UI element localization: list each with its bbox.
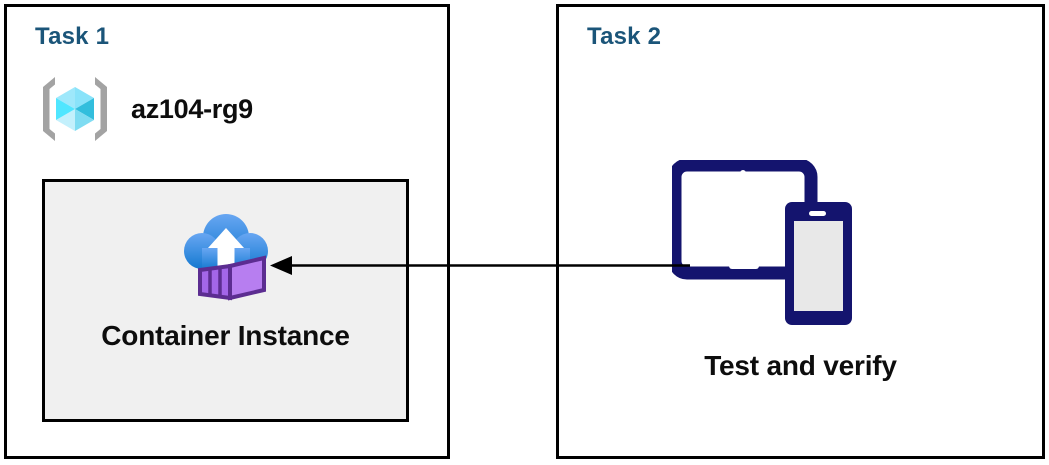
task-1-title: Task 1 [35,23,110,50]
task-1-panel: Task 1 [4,4,450,459]
test-and-verify-label: Test and verify [704,350,897,381]
container-instance-box: Container Instance [42,179,409,422]
task-2-title: Task 2 [587,23,662,50]
azure-resource-group-icon [43,77,107,141]
container-instance-label: Container Instance [101,320,350,351]
azure-container-instance-icon [183,214,268,301]
resource-group-row: az104-rg9 [35,69,253,149]
resource-group-name: az104-rg9 [131,93,253,124]
tablet-and-phone-icon [672,160,852,325]
